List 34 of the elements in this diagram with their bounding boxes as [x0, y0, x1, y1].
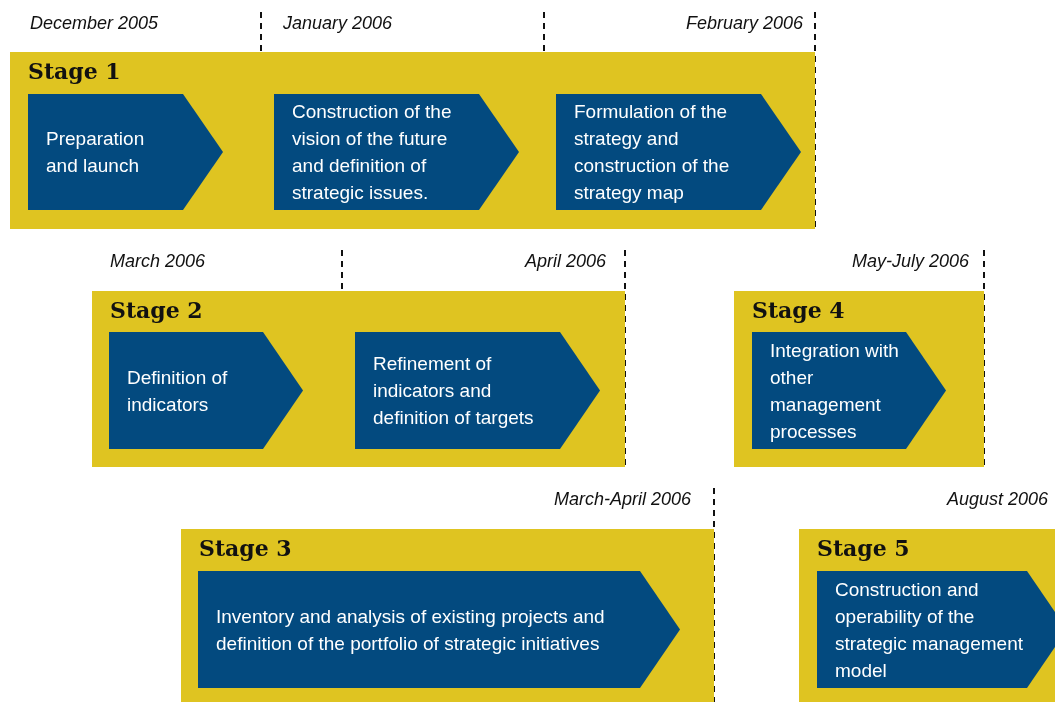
date-label: March-April 2006 [553, 489, 691, 510]
step-text: Inventory and analysis of existing projects and definition of the portfolio of strategic initiatives [216, 604, 606, 656]
chevron-step [198, 571, 680, 688]
date-label: May-July 2006 [851, 251, 969, 272]
stage-title: Stage 1 [28, 58, 121, 84]
stage-title: Stage 4 [752, 297, 845, 323]
date-label: December 2005 [30, 13, 159, 34]
chevron-step [752, 332, 946, 449]
date-label: August 2006 [946, 489, 1048, 510]
date-label: January 2006 [283, 13, 393, 34]
step-text: Formulation of the strategy and construction of the strategy map [574, 100, 731, 205]
chevron-step [556, 94, 801, 210]
step-text: Definition of indicators [127, 365, 229, 417]
step-text: Construction of the vision of the future and definition of strategic issues. [292, 100, 453, 205]
stage-band [799, 529, 1055, 702]
chevron-step [28, 94, 223, 210]
stage-band [92, 291, 625, 467]
step-text: Integration with other management processes [770, 338, 900, 444]
date-label: April 2006 [524, 251, 606, 272]
date-label: February 2006 [685, 13, 803, 34]
stage-band [10, 52, 815, 229]
stage-title: Stage 5 [817, 535, 910, 561]
chevron-step [355, 332, 600, 449]
chevron-step [109, 332, 303, 449]
stage-title: Stage 2 [110, 297, 203, 323]
chevron-step [274, 94, 519, 210]
step-text: Construction and operability of the strategic management model [835, 577, 1023, 683]
stage-title: Stage 3 [199, 535, 292, 561]
step-text: Refinement of indicators and definition of targets [373, 352, 535, 430]
stage-band [181, 529, 714, 702]
step-text: Preparation and launch [46, 127, 146, 178]
stage-band [734, 291, 984, 467]
date-label: March 2006 [110, 251, 206, 272]
chevron-step [817, 571, 1055, 688]
